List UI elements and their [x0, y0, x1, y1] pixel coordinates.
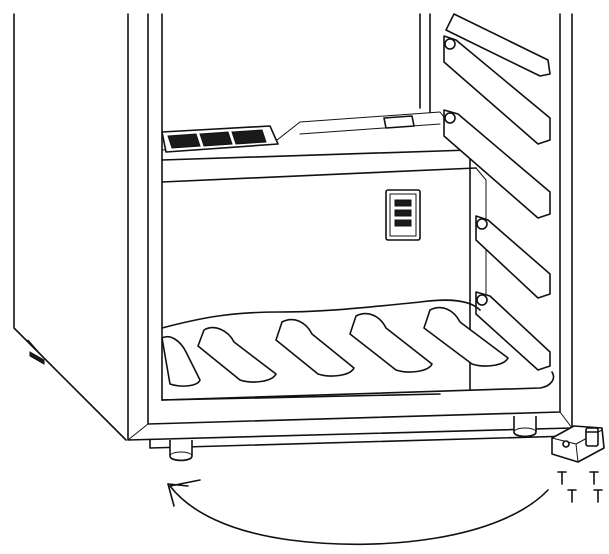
rack-slot — [197, 326, 277, 383]
rack-slot — [161, 336, 201, 387]
bottom-rack — [161, 299, 555, 401]
door-shelf-rail — [443, 35, 551, 145]
control-panel — [385, 189, 421, 241]
rack-slot — [349, 312, 433, 373]
cabinet-side-panel — [13, 13, 127, 441]
door-shelf-rail — [475, 291, 551, 371]
hinge-screw — [567, 489, 577, 503]
door-shelf-rails — [443, 13, 551, 371]
door-shelf-rail — [445, 13, 551, 77]
leveling-foot — [169, 440, 193, 462]
door-shelf-rail — [475, 215, 551, 299]
rack-slot — [423, 306, 509, 367]
hinge-screw — [557, 471, 567, 485]
hinge-screw — [589, 471, 599, 485]
bottom-hinge-bracket — [551, 425, 605, 463]
rotation-arrow — [167, 479, 549, 546]
door-shelf-rail — [443, 109, 551, 219]
top-vent-grille — [161, 125, 279, 153]
hinge-screw — [593, 489, 603, 503]
rack-slot — [275, 318, 355, 377]
hinge-screws — [557, 471, 603, 503]
leveling-feet — [169, 416, 537, 462]
leveling-foot — [513, 416, 537, 438]
